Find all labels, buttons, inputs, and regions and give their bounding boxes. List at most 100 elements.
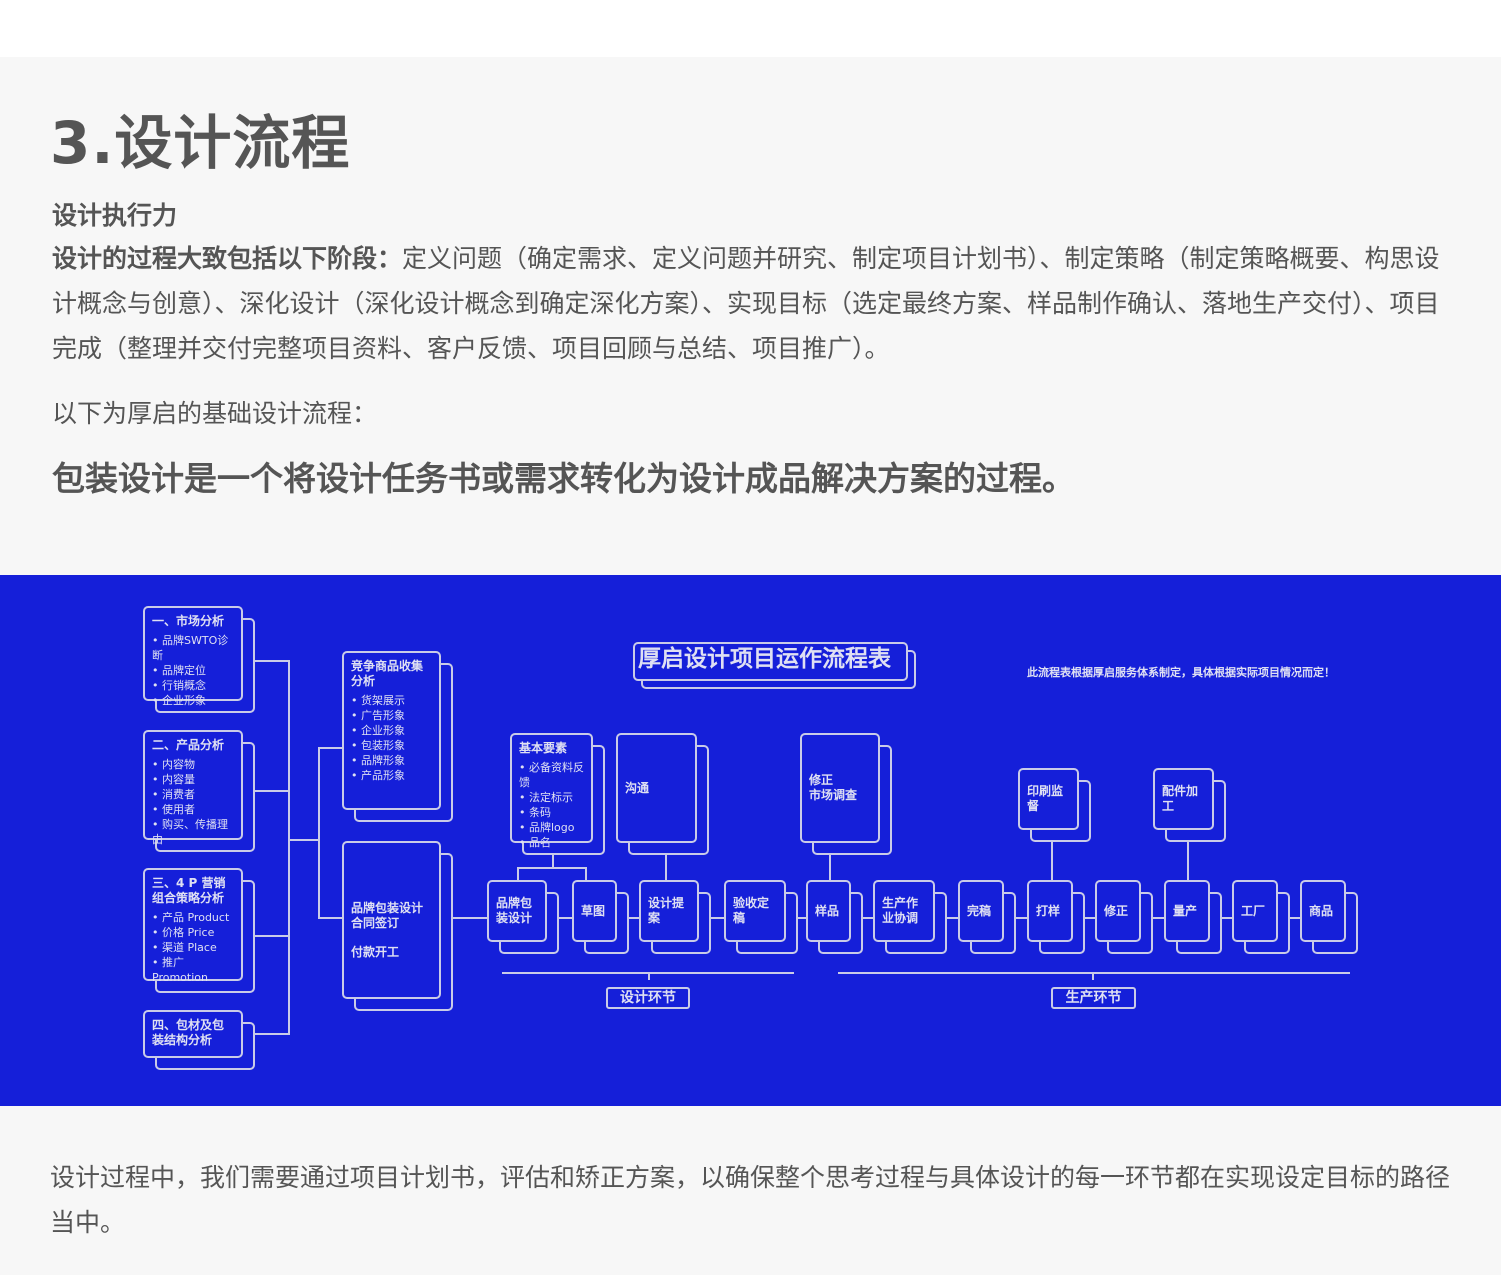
connector-line [255,790,288,792]
phase-production-label: 生产环节 [1051,987,1136,1009]
connector-line [517,867,519,880]
card-list-item: 企业形象 [351,723,432,738]
card-title: 竞争商品收集分析 [351,659,424,688]
card-list-item: 推广 Promotion [152,955,234,985]
card-face: 草图 [572,880,617,942]
card-face: 基本要素必备资料反馈法定标示条码品牌logo品名 [510,733,593,849]
connector-line [648,972,650,980]
top-strip [0,0,1501,57]
flow-card: 样品 [806,880,863,954]
connector-line [838,972,1350,974]
flow-card: 设计提案 [639,880,711,954]
card-title: 样品 [815,903,840,918]
card-title: 修正 [1104,903,1129,918]
card-title: 草图 [581,903,606,918]
card-list-item: 产品形象 [351,768,432,783]
connector-line [318,917,342,919]
card-list-item: 品牌logo [519,820,584,835]
flow-card: 修正 [1095,880,1153,954]
card-face: 设计提案 [639,880,699,942]
card-face: 生产作业协调 [873,880,935,942]
connector-line [1092,972,1094,980]
card-list-item: 广告形象 [351,708,432,723]
phase-design-label: 设计环节 [606,987,690,1009]
card-list-item: 渠道 Place [152,940,234,955]
connector-line [552,855,554,868]
flow-card: 生产作业协调 [873,880,947,954]
connector-line [829,855,831,880]
flow-intro: 以下为厚启的基础设计流程： [52,399,378,428]
card-face: 修正 市场调查 [800,733,880,843]
card-face: 品牌包装设计 [487,880,547,942]
card-list-item: 使用者 [152,802,234,817]
flow-card: 量产 [1164,880,1222,954]
card-list-item: 内容物 [152,757,234,772]
card-list-item: 品牌形象 [351,753,432,768]
card-face: 三、4 P 营销组合策略分析产品 Product价格 Price渠道 Place… [143,868,243,984]
card-title: 品牌包装设计 [496,896,533,925]
flow-card: 竞争商品收集分析货架展示广告形象企业形象包装形象品牌形象产品形象 [342,651,453,822]
flow-card: 沟通 [616,733,709,855]
connector-line [255,660,288,662]
card-list-item: 消费者 [152,787,234,802]
card-title: 三、4 P 营销组合策略分析 [152,876,226,905]
card-face: 打样 [1027,880,1073,942]
card-list-item: 企业形象 [152,693,234,708]
flow-card: 品牌包装设计合同签订付款开工 [342,841,453,1011]
flow-card: 一、市场分析品牌SWTO诊断品牌定位行销概念企业形象 [143,606,255,713]
intro-paragraph: 设计的过程大致包括以下阶段：定义问题（确定需求、定义问题并研究、制定项目计划书）… [52,236,1462,371]
card-title: 一、市场分析 [152,614,225,628]
contract-line-2: 付款开工 [351,945,400,959]
card-title: 打样 [1036,903,1061,918]
card-face: 品牌包装设计合同签订付款开工 [342,841,441,999]
card-title: 量产 [1173,903,1198,918]
card-list-item: 包装形象 [351,738,432,753]
card-title: 商品 [1309,903,1334,918]
flow-card: 四、包材及包装结构分析 [143,1010,255,1070]
flow-card: 配件加工 [1153,768,1226,842]
flow-card: 二、产品分析内容物内容量消费者使用者购买、传播理由 [143,730,255,852]
card-list-item: 购买、传播理由 [152,817,234,847]
card-face: 一、市场分析品牌SWTO诊断品牌定位行销概念企业形象 [143,606,243,707]
card-face: 工厂 [1232,880,1278,942]
card-list-item: 法定标示 [519,790,584,805]
card-list-item: 产品 Product [152,910,234,925]
flow-card: 打样 [1027,880,1085,954]
paragraph-body: 定义问题（确定需求、定义问题并研究、制定项目计划书）、制定策略（制定策略概要、构… [52,244,1440,363]
card-title: 沟通 [625,780,650,795]
card-face: 配件加工 [1153,768,1214,830]
flow-card: 工厂 [1232,880,1290,954]
flow-card: 基本要素必备资料反馈法定标示条码品牌logo品名 [510,733,605,855]
card-title: 工厂 [1241,903,1266,918]
card-face: 修正 [1095,880,1141,942]
section-subtitle: 设计执行力 [52,201,178,230]
card-list: 必备资料反馈法定标示条码品牌logo品名 [519,760,584,850]
flow-card: 完稿 [958,880,1016,954]
lead-statement: 包装设计是一个将设计任务书或需求转化为设计成品解决方案的过程。 [52,459,1075,498]
card-title: 生产作业协调 [882,896,919,925]
flow-card: 三、4 P 营销组合策略分析产品 Product价格 Price渠道 Place… [143,868,255,993]
flow-card: 印刷监督 [1018,768,1091,842]
card-list-item: 货架展示 [351,693,432,708]
paragraph-lead: 设计的过程大致包括以下阶段： [52,244,403,273]
connector-line [1187,842,1189,880]
connector-line [318,747,320,919]
card-title: 四、包材及包装结构分析 [152,1018,225,1047]
card-list-item: 行销概念 [152,678,234,693]
card-list-item: 内容量 [152,772,234,787]
card-title: 二、产品分析 [152,738,225,752]
card-list: 货架展示广告形象企业形象包装形象品牌形象产品形象 [351,693,432,783]
connector-line [517,867,587,869]
flow-card: 验收定稿 [724,880,798,954]
diagram-title-box: 厚启设计项目运作流程表 [633,642,916,689]
card-list-item: 品牌定位 [152,663,234,678]
connector-line [665,855,667,880]
card-title: 验收定稿 [733,896,770,925]
card-face: 四、包材及包装结构分析 [143,1010,243,1058]
diagram-title: 厚启设计项目运作流程表 [633,642,908,681]
flow-card: 修正 市场调查 [800,733,892,855]
contract-line-1: 品牌包装设计合同签订 [351,901,424,930]
card-face: 验收定稿 [724,880,786,942]
card-list: 内容物内容量消费者使用者购买、传播理由 [152,757,234,847]
card-list-item: 价格 Price [152,925,234,940]
